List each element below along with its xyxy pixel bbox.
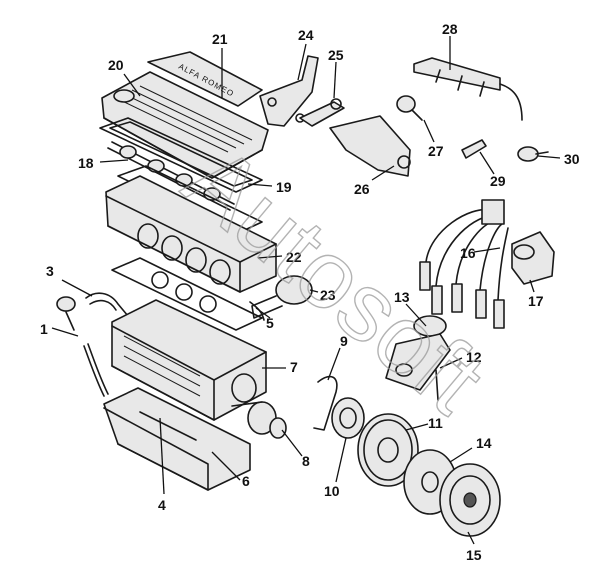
leader-lines <box>51 36 561 545</box>
callout-3: 3 <box>46 263 54 279</box>
callout-28: 28 <box>442 21 458 37</box>
mounting-bracket <box>329 115 411 177</box>
callout-21: 21 <box>212 31 228 47</box>
callout-7: 7 <box>290 359 298 375</box>
callout-29: 29 <box>490 173 506 189</box>
seal-carrier <box>331 397 365 439</box>
ignition-coil <box>511 231 555 285</box>
mount-link <box>299 98 345 127</box>
callout-22: 22 <box>286 249 302 265</box>
callout-18: 18 <box>78 155 94 171</box>
camshafts <box>107 141 235 211</box>
callout-23: 23 <box>320 287 336 303</box>
callout-10: 10 <box>324 483 340 499</box>
flywheel <box>357 413 419 487</box>
callout-6: 6 <box>242 473 250 489</box>
ignition-leads <box>419 199 509 329</box>
idle-valve <box>396 95 423 121</box>
callout-15: 15 <box>466 547 482 563</box>
callout-19: 19 <box>276 179 292 195</box>
callout-25: 25 <box>328 47 344 63</box>
callout-12: 12 <box>466 349 482 365</box>
crank-pulley <box>231 401 287 439</box>
head-gasket <box>111 257 263 331</box>
timing-cover <box>313 375 338 431</box>
callout-26: 26 <box>354 181 370 197</box>
sensor <box>517 146 549 162</box>
injector <box>461 139 487 159</box>
engine-block <box>111 299 267 421</box>
callout-17: 17 <box>528 293 544 309</box>
callout-8: 8 <box>302 453 310 469</box>
callout-1: 1 <box>40 321 48 337</box>
coolant-hose <box>85 292 129 317</box>
callout-9: 9 <box>340 333 348 349</box>
callout-16: 16 <box>460 245 476 261</box>
callout-4: 4 <box>158 497 166 513</box>
callout-5: 5 <box>266 315 274 331</box>
pressure-plate <box>439 463 501 537</box>
callout-labels: 1 2 3 4 5 6 7 8 9 10 11 12 13 14 15 16 1… <box>40 21 580 563</box>
oil-filler-cap <box>56 296 76 331</box>
callout-13: 13 <box>394 289 410 305</box>
cover-gasket <box>99 117 263 193</box>
callout-11: 11 <box>428 415 443 431</box>
callout-20: 20 <box>108 57 124 73</box>
callout-30: 30 <box>564 151 580 167</box>
callout-27: 27 <box>428 143 444 159</box>
fuel-rail <box>413 57 523 121</box>
dipstick <box>83 343 109 397</box>
callout-24: 24 <box>298 27 314 43</box>
cam-cover <box>101 71 269 179</box>
callout-14: 14 <box>476 435 492 451</box>
cylinder-head <box>105 175 277 293</box>
